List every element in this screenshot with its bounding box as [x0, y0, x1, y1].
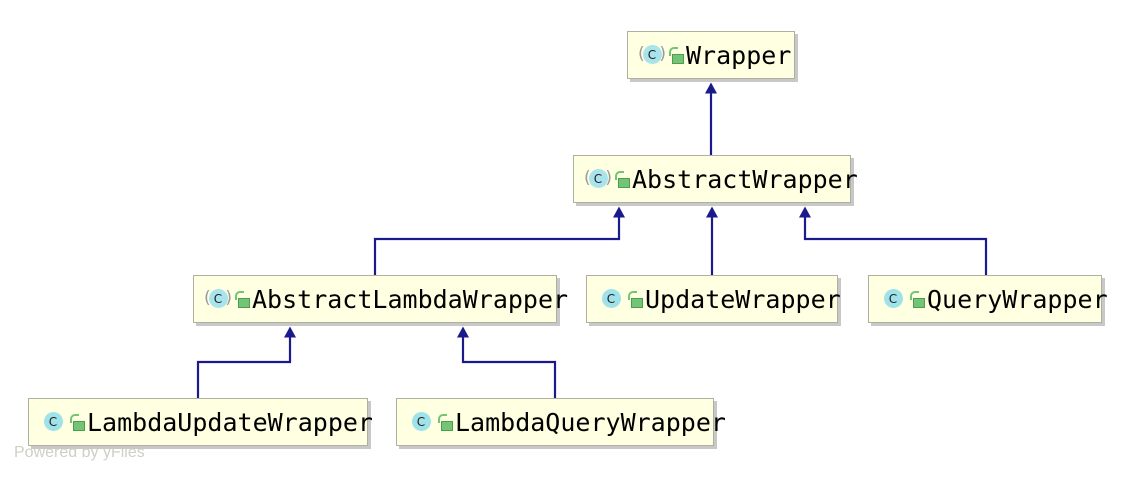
- class-node-wrapper[interactable]: ( C ) Wrapper: [627, 31, 795, 79]
- class-glyph-c: C: [647, 48, 657, 62]
- class-icon: C: [408, 409, 434, 435]
- class-disc: [602, 289, 621, 308]
- class-disc: [643, 45, 662, 64]
- edge-lambdaupdatewrapper-to-abstractlambdawrapper: [196, 326, 296, 398]
- node-icon-group: C: [29, 409, 87, 435]
- node-icon-group: C: [587, 286, 645, 312]
- class-glyph-c: C: [606, 292, 616, 306]
- class-disc: [209, 289, 228, 308]
- class-name-label: LambdaQueryWrapper: [455, 407, 726, 437]
- padlock-shackle: [438, 414, 447, 423]
- unlocked-padlock-icon: [69, 412, 87, 432]
- class-name-label: UpdateWrapper: [645, 284, 841, 314]
- class-icon: C: [598, 286, 624, 312]
- node-icon-group: ( C ): [628, 42, 686, 68]
- abstract-paren-right: ): [659, 44, 666, 64]
- class-glyph-c: C: [888, 292, 898, 306]
- class-icon: ( C ): [638, 42, 666, 68]
- edge-querywrapper-to-abstractwrapper: [799, 206, 988, 275]
- abstract-paren-left: (: [204, 288, 211, 308]
- class-icon: C: [880, 286, 906, 312]
- class-node-query-wrapper[interactable]: C QueryWrapper: [868, 275, 1108, 323]
- class-icon: ( C ): [204, 286, 232, 312]
- edge-abstractlambdawrapper-to-abstractwrapper: [373, 206, 625, 275]
- abstract-paren-right: ): [605, 168, 612, 188]
- unlocked-padlock-icon: [437, 412, 455, 432]
- padlock-body: [672, 54, 684, 64]
- padlock-shackle: [628, 291, 637, 300]
- padlock-body: [441, 421, 453, 431]
- padlock-body: [238, 298, 250, 308]
- unlocked-padlock-icon: [909, 289, 927, 309]
- padlock-shackle: [70, 414, 79, 423]
- abstract-paren-left: (: [584, 168, 591, 188]
- class-name-label: Wrapper: [686, 40, 792, 70]
- padlock-body: [913, 298, 925, 308]
- class-node-abstract-wrapper[interactable]: ( C ) AbstractWrapper: [573, 155, 858, 203]
- class-node-lambda-update-wrapper[interactable]: C LambdaUpdateWrapper: [28, 398, 373, 446]
- yfiles-watermark: Powered by yFiles: [14, 444, 145, 461]
- class-name-label: LambdaUpdateWrapper: [87, 407, 373, 437]
- padlock-shackle: [615, 171, 624, 180]
- class-name-label: QueryWrapper: [927, 284, 1108, 314]
- class-icon: C: [40, 409, 66, 435]
- class-icon: ( C ): [584, 166, 612, 192]
- node-icon-group: ( C ): [194, 286, 252, 312]
- padlock-body: [631, 298, 643, 308]
- padlock-body: [73, 421, 85, 431]
- padlock-shackle: [669, 47, 678, 56]
- class-glyph-c: C: [213, 292, 223, 306]
- unlocked-padlock-icon: [614, 169, 632, 189]
- edge-lambdaquerywrapper-to-abstractlambdawrapper: [457, 326, 557, 398]
- class-node-lambda-query-wrapper[interactable]: C LambdaQueryWrapper: [396, 398, 726, 446]
- padlock-shackle: [235, 291, 244, 300]
- node-icon-group: ( C ): [574, 166, 632, 192]
- padlock-body: [618, 178, 630, 188]
- abstract-paren-right: ): [225, 288, 232, 308]
- class-glyph-c: C: [416, 415, 426, 429]
- class-disc: [884, 289, 903, 308]
- class-node-update-wrapper[interactable]: C UpdateWrapper: [586, 275, 841, 323]
- abstract-paren-left: (: [638, 44, 645, 64]
- unlocked-padlock-icon: [627, 289, 645, 309]
- class-disc: [589, 169, 608, 188]
- class-disc: [412, 412, 431, 431]
- class-disc: [44, 412, 63, 431]
- node-icon-group: C: [397, 409, 455, 435]
- class-node-abstract-lambda-wrapper[interactable]: ( C ) AbstractLambdaWrapper: [193, 275, 568, 323]
- class-name-label: AbstractLambdaWrapper: [252, 284, 569, 314]
- class-name-label: AbstractWrapper: [632, 164, 858, 194]
- node-icon-group: C: [869, 286, 927, 312]
- class-glyph-c: C: [48, 415, 58, 429]
- class-glyph-c: C: [593, 172, 603, 186]
- unlocked-padlock-icon: [234, 289, 252, 309]
- padlock-shackle: [910, 291, 919, 300]
- unlocked-padlock-icon: [668, 45, 686, 65]
